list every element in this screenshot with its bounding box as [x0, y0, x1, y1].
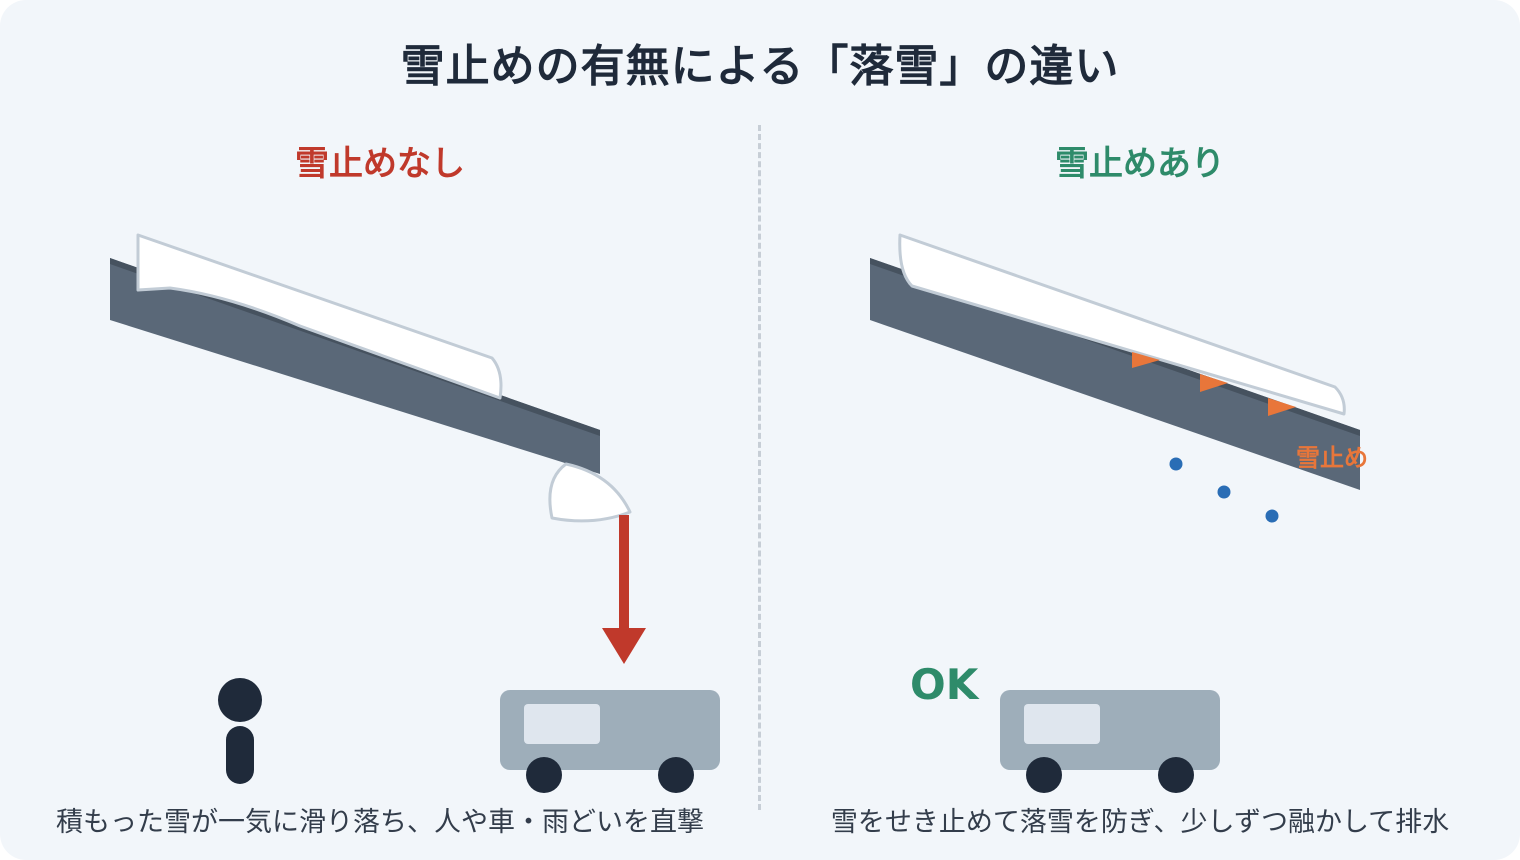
panel-divider: [758, 125, 761, 810]
falling-arrow-shaft: [619, 515, 629, 633]
snow-stop-marker-3: [1268, 398, 1296, 416]
no-snow-stop-caption: 積もった雪が一気に滑り落ち、人や車・雨どいを直撃: [56, 807, 704, 838]
person-body-icon: [226, 726, 254, 784]
left-car-wheel-rear: [658, 757, 694, 793]
falling-snow-chunk: [548, 462, 632, 523]
left-snow-layer: [136, 233, 503, 400]
right-roof: [870, 258, 1360, 490]
water-drop-2: [1217, 485, 1231, 499]
with-snow-stop-heading: 雪止めあり: [1055, 144, 1225, 184]
no-snow-stop-heading: 雪止めなし: [295, 144, 465, 184]
snow-stop-label: 雪止め: [1296, 444, 1368, 472]
right-car-wheel-front: [1026, 757, 1062, 793]
person-head-icon: [218, 678, 262, 722]
left-roof-scene: [110, 233, 720, 793]
right-snow-layer: [898, 233, 1346, 416]
right-roof-scene: [870, 233, 1360, 793]
with-snow-stop-caption: 雪をせき止めて落雪を防ぎ、少しずつ融かして排水: [830, 807, 1450, 838]
ok-label: OK: [910, 660, 979, 709]
left-roof: [110, 258, 600, 474]
falling-arrow-head: [602, 628, 646, 664]
snow-stop-marker-2: [1200, 374, 1228, 392]
left-car-window: [524, 704, 600, 744]
left-car-wheel-front: [526, 757, 562, 793]
snow-stop-marker-1: [1132, 352, 1160, 368]
right-car-wheel-rear: [1158, 757, 1194, 793]
water-drop-3: [1265, 509, 1279, 523]
diagram-title: 雪止めの有無による「落雪」の違い: [400, 41, 1120, 92]
right-car-window: [1024, 704, 1100, 744]
water-drop-1: [1169, 457, 1183, 471]
